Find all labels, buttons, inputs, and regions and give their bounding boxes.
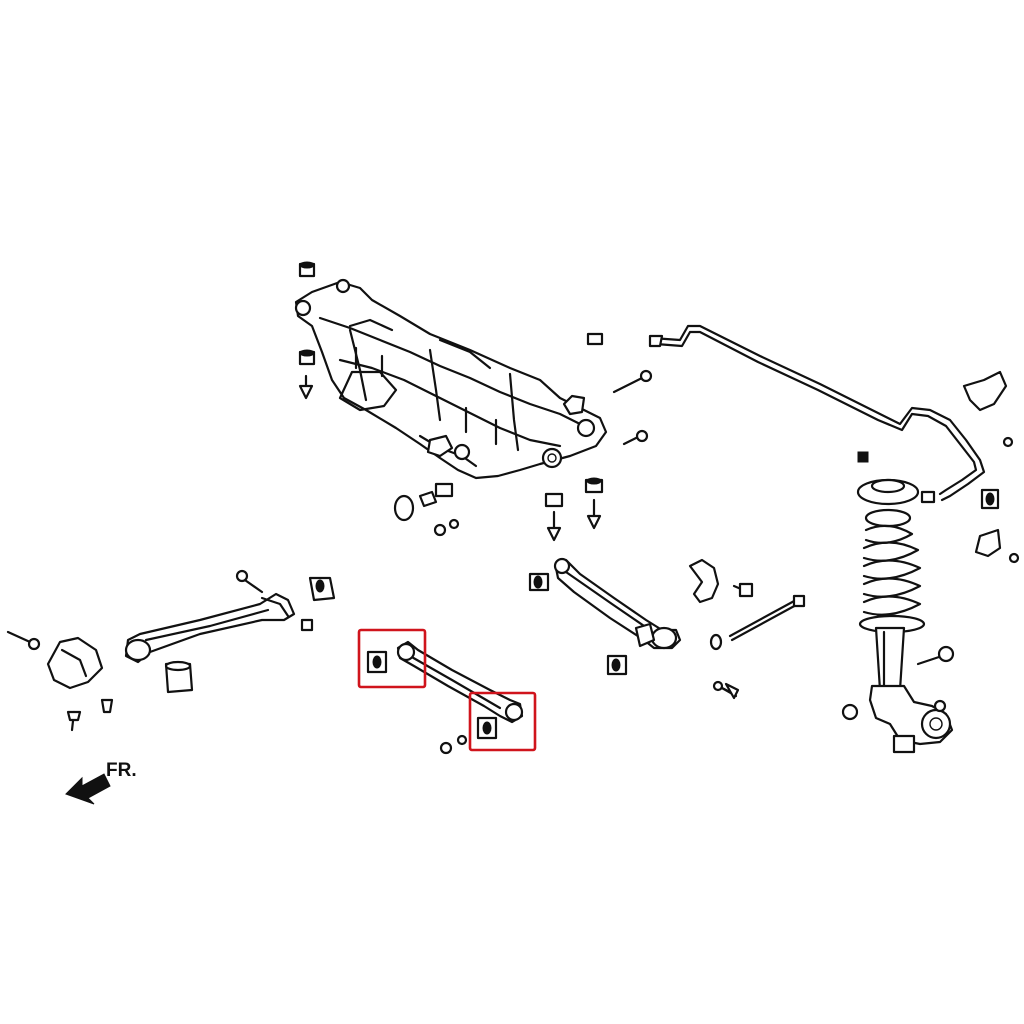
front-direction-arrow-icon	[65, 773, 111, 805]
front-direction-label: FR.	[106, 760, 137, 781]
highlight-box-inner-bushing	[357, 628, 427, 689]
rear-trailing-arm-left	[124, 569, 336, 694]
front-direction-indicator: FR.	[65, 760, 137, 805]
strut-assembly	[841, 451, 954, 754]
strut-bolts	[712, 645, 955, 696]
rear-lower-control-arm-right	[528, 557, 682, 676]
highlight-box-outer-bushing	[468, 691, 537, 752]
misc-bolts	[720, 682, 740, 700]
trailing-arm-bracket	[6, 630, 114, 732]
stabilizer-bar	[648, 324, 1000, 510]
stabilizer-link-brackets	[962, 370, 1020, 564]
rear-lateral-link-highlighted	[366, 640, 524, 755]
lateral-link-bolt	[688, 558, 806, 651]
subframe-mount-hardware	[298, 261, 653, 542]
rear-subframe	[294, 278, 608, 480]
